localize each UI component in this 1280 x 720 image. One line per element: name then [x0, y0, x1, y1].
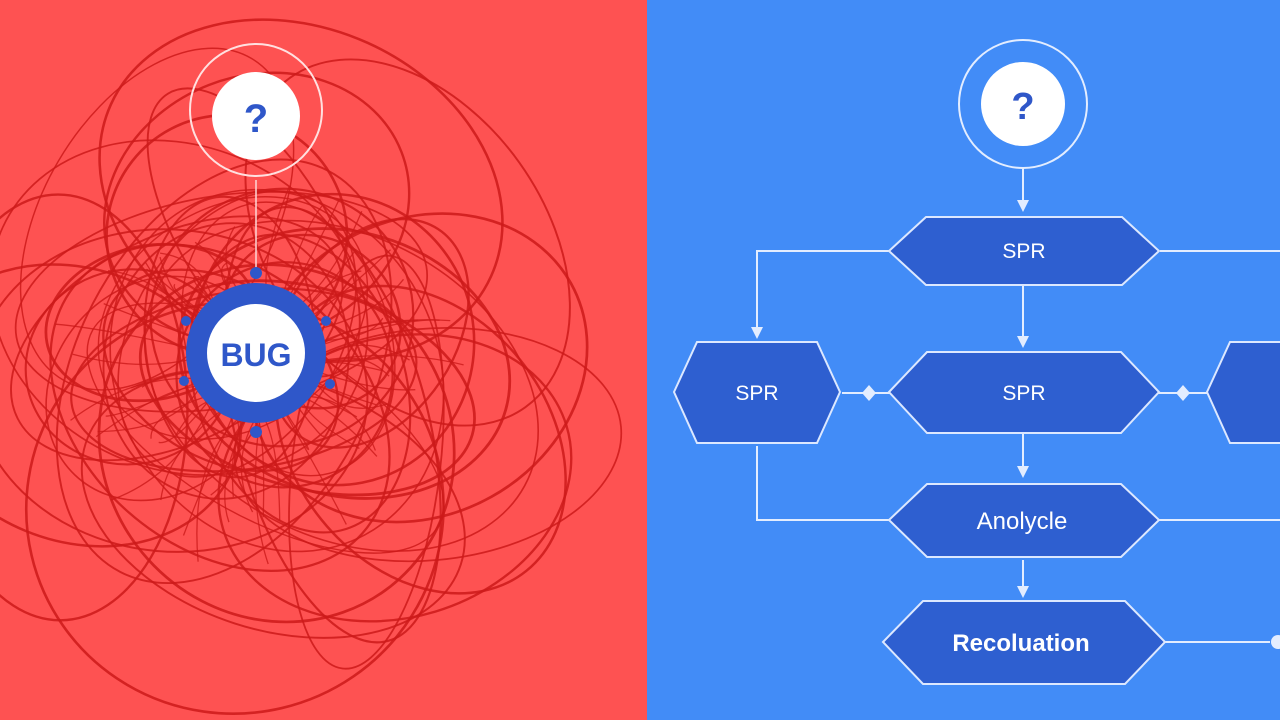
tangle-loop	[0, 193, 189, 622]
hexagon-shape	[881, 600, 1167, 685]
tangle-strand	[314, 319, 451, 349]
diamond-marker	[862, 385, 876, 401]
hexagon-shape	[887, 216, 1161, 286]
line-top-to-left	[751, 250, 890, 339]
flow-connectors	[751, 168, 1280, 643]
flow-node-center: SPR	[887, 351, 1161, 434]
node-label: Anolycle	[977, 508, 1068, 535]
flow-node-resolution: Recoluation	[881, 600, 1167, 685]
node-label: SPR	[735, 382, 778, 405]
tangle-strand	[108, 270, 206, 330]
tangle-loop	[138, 279, 476, 497]
flow-node-top: SPR	[887, 216, 1161, 286]
bug-leg-dot	[321, 316, 331, 326]
tangle-strand	[97, 384, 202, 433]
tangle-loop	[109, 188, 445, 553]
hexagon-shape	[887, 483, 1161, 558]
resolution-endpoint-dot	[1271, 635, 1280, 649]
node-label: SPR	[1002, 240, 1045, 263]
tangle-strand	[182, 415, 234, 536]
question-mark-icon: ?	[958, 39, 1088, 169]
hexagon-shape	[1205, 341, 1280, 444]
tangle-strand	[295, 404, 325, 438]
tangle-loop	[55, 158, 393, 585]
tangle-strand	[303, 395, 377, 451]
tangle-strand	[103, 303, 200, 340]
tangle-strand	[196, 417, 240, 562]
tangle-strand	[284, 412, 347, 525]
question-mark-text: ?	[1011, 86, 1034, 128]
tangle-strand	[72, 353, 197, 366]
tangle-strand	[254, 419, 269, 565]
bug-leg-dot	[250, 267, 262, 279]
bug-leg-dot	[325, 379, 335, 389]
tangle-strand	[314, 370, 416, 391]
tangle-loop	[24, 300, 445, 715]
bug-icon: BUG	[179, 267, 335, 438]
tangle-loop	[143, 219, 540, 553]
flow-node-left: SPR	[672, 341, 842, 444]
tangle-strand	[308, 278, 405, 332]
hexagon-shape	[672, 341, 842, 444]
line-left-to-analysis	[756, 446, 890, 521]
flow-connector-marks	[862, 385, 1280, 649]
tangle-strand	[285, 411, 310, 451]
diamond-marker	[1176, 385, 1190, 401]
tangle-loop	[149, 187, 415, 448]
bug-disc	[207, 304, 305, 402]
node-label: Recoluation	[952, 630, 1089, 657]
tangle-strand	[150, 395, 209, 439]
hexagon-shape	[887, 351, 1161, 434]
tangle-loop	[97, 263, 456, 624]
tangle-strand	[110, 401, 214, 501]
tangle-strand	[160, 409, 223, 501]
node-label: SPR	[1002, 382, 1045, 405]
tangle-svg: ? BUG	[0, 18, 623, 715]
question-disc	[212, 72, 300, 160]
tangle-strand	[258, 419, 265, 518]
tangle-strand	[264, 419, 281, 521]
tangle-strand	[240, 419, 256, 513]
tangle-strand	[210, 416, 241, 496]
question-disc	[981, 62, 1065, 146]
chaos-panel: ? BUG	[0, 0, 647, 720]
question-mark-icon: ?	[189, 43, 323, 177]
flowchart-panel: ?	[647, 0, 1280, 720]
flow-node-right	[1205, 341, 1280, 444]
tangle-strand	[302, 396, 378, 457]
question-outer-ring	[189, 43, 323, 177]
flow-node-analysis: Anolycle	[887, 483, 1161, 558]
tangle-strand	[158, 398, 211, 444]
bug-label: BUG	[220, 337, 291, 373]
tangle-strand	[95, 385, 202, 438]
bug-leg-dot	[181, 316, 191, 326]
bug-leg-dot	[250, 426, 262, 438]
bug-leg-dot	[179, 376, 189, 386]
tangle-strand	[312, 378, 388, 409]
tangle-strand	[55, 323, 198, 351]
flowchart-svg: ?	[672, 39, 1280, 685]
question-mark-text: ?	[244, 97, 268, 141]
tangle-strand	[224, 418, 247, 523]
tangle-loop	[217, 333, 573, 623]
tangle-loop	[288, 254, 445, 670]
tangle-strand	[315, 354, 464, 366]
